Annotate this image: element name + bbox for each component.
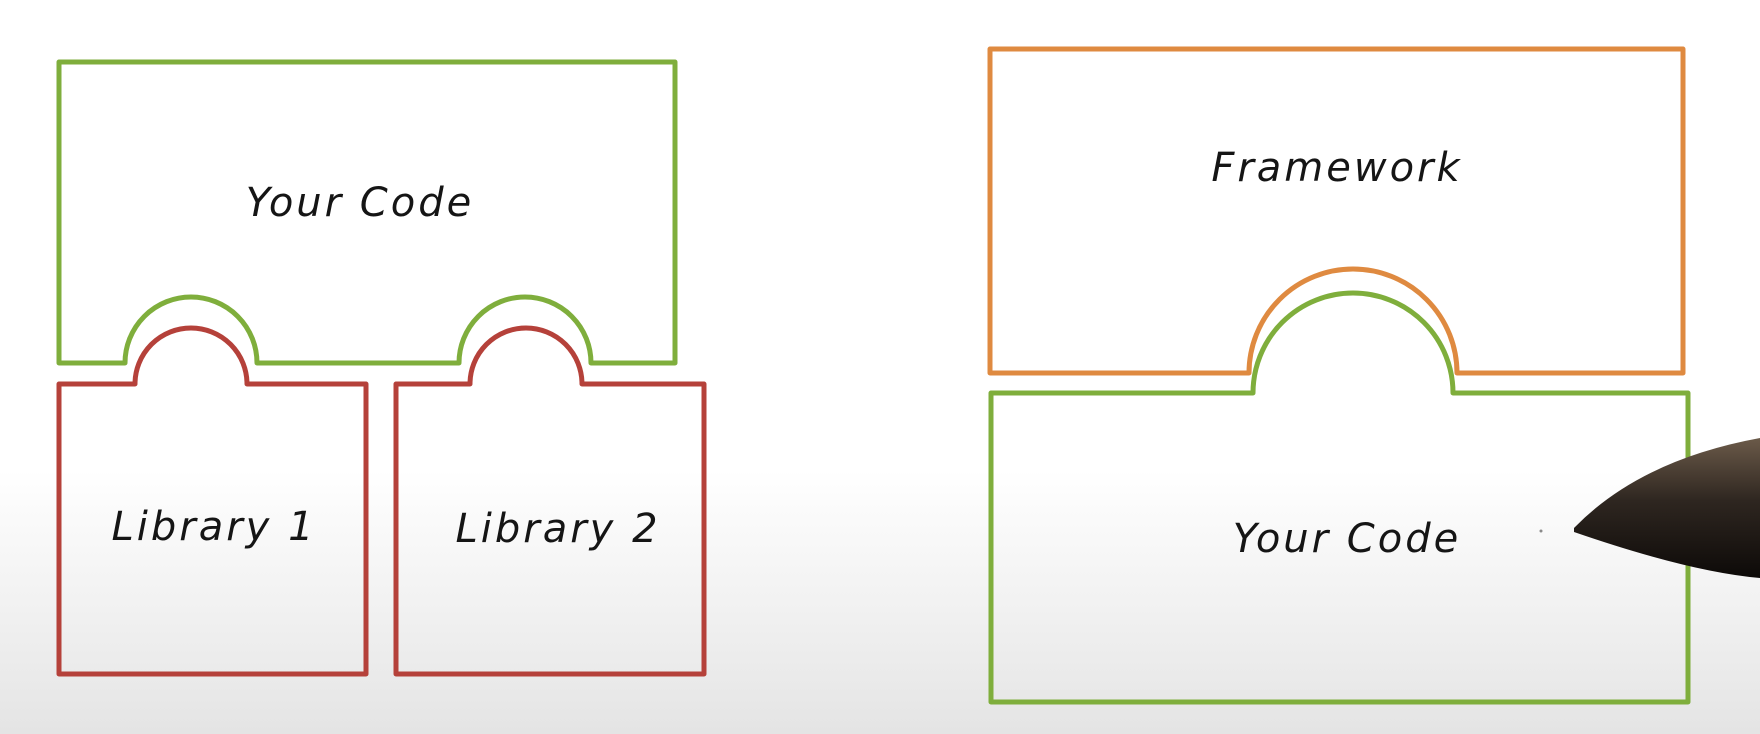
your-code-block-right — [988, 290, 1691, 705]
framework-label: Framework — [1211, 145, 1462, 191]
pen-tip-icon — [1539, 438, 1760, 578]
library-1-block — [56, 325, 369, 677]
library-2-label: Library 2 — [455, 506, 660, 552]
left-panel: Your Code Library 1 Library 2 — [56, 59, 707, 677]
your-code-label-right: Your Code — [1233, 516, 1461, 562]
right-panel: Framework Your Code — [987, 46, 1691, 705]
your-code-block — [56, 59, 678, 366]
framework-block — [987, 46, 1686, 376]
library-1-label: Library 1 — [111, 504, 316, 550]
library-2-block — [393, 325, 707, 677]
your-code-label: Your Code — [246, 180, 474, 226]
